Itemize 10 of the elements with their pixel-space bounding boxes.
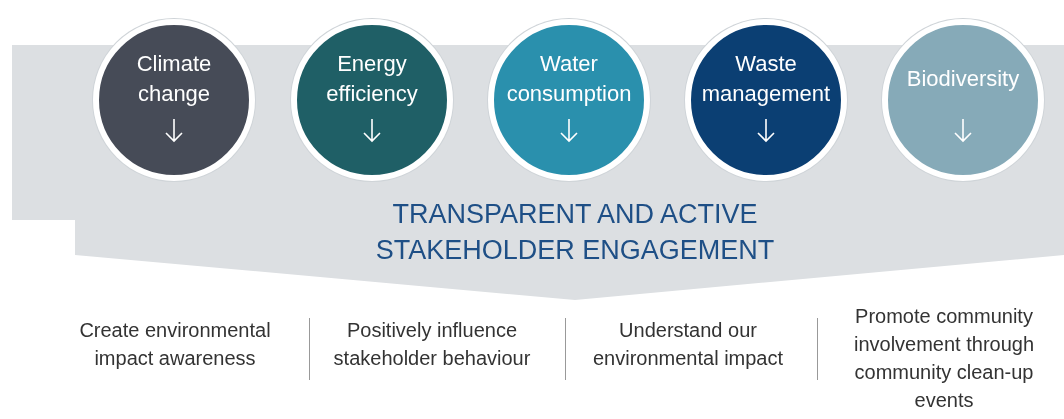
topic-label: Water consumption [505, 50, 633, 108]
topic-label: Biodiversity [905, 65, 1021, 93]
topic-label: Waste management [700, 50, 832, 108]
goal-text: Positively influence stakeholder behaviour [332, 318, 532, 371]
topic-label: Climate change [135, 50, 213, 108]
goal-text: Understand our environmental impact [591, 318, 785, 371]
goal-text: Promote community involvement through community clean-up events [852, 304, 1036, 413]
band-heading: TRANSPARENT AND ACTIVE STAKEHOLDER ENGAGEMENT [374, 198, 776, 267]
topic-label: Energy efficiency [325, 50, 419, 108]
goal-text: Create environmental impact awareness [78, 318, 272, 371]
